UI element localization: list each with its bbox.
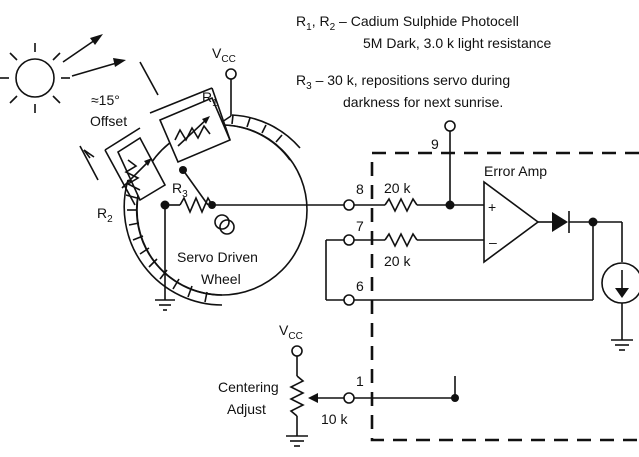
res-bottom-label: 20 k bbox=[384, 253, 411, 269]
servo-wheel bbox=[123, 114, 308, 306]
r3-label: R3 bbox=[172, 180, 188, 200]
pin7-label: 7 bbox=[356, 218, 364, 234]
wheel-label-line1: Servo Driven bbox=[177, 249, 258, 265]
photocell-note-line2: 5M Dark, 3.0 k light resistance bbox=[363, 35, 552, 51]
photocell-note-line1: R1, R2 – Cadium Sulphide Photocell bbox=[296, 13, 519, 33]
pin6-label: 6 bbox=[356, 278, 364, 294]
error-amplifier bbox=[483, 180, 623, 300]
centering-label-line2: Adjust bbox=[227, 401, 266, 417]
angle-label: ≈15° bbox=[91, 92, 120, 108]
res-top-label: 20 k bbox=[384, 180, 411, 196]
pin9-label: 9 bbox=[431, 136, 439, 152]
centering-label-line1: Centering bbox=[218, 379, 279, 395]
plus-label: + bbox=[488, 199, 496, 215]
r1-label: R1 bbox=[202, 89, 218, 109]
pin-1[interactable] bbox=[308, 376, 459, 404]
offset-angle-mark bbox=[79, 61, 159, 181]
light-arrow-icon bbox=[62, 34, 126, 77]
current-source bbox=[601, 262, 639, 351]
vcc-top-connection bbox=[221, 68, 237, 123]
photocell-r2 bbox=[104, 127, 167, 206]
error-amp-label: Error Amp bbox=[484, 163, 547, 179]
pin-8[interactable] bbox=[343, 197, 484, 213]
photocell-wiring bbox=[155, 166, 344, 311]
vcc-top-label: VCC bbox=[212, 45, 236, 65]
pin-9[interactable] bbox=[444, 120, 456, 205]
pin-6[interactable] bbox=[326, 294, 593, 306]
wheel-label-line2: Wheel bbox=[201, 271, 241, 287]
r3-note-line2: darkness for next sunrise. bbox=[343, 94, 503, 110]
ic-boundary bbox=[370, 151, 639, 442]
r3-note-line1: R3 – 30 k, repositions servo during bbox=[296, 72, 510, 92]
centering-potentiometer[interactable] bbox=[286, 345, 308, 447]
offset-label: Offset bbox=[90, 113, 127, 129]
sun-icon bbox=[0, 43, 70, 113]
r2-label: R2 bbox=[97, 205, 113, 225]
pin1-label: 1 bbox=[356, 373, 364, 389]
minus-label: – bbox=[489, 234, 497, 250]
pin-7[interactable] bbox=[325, 232, 484, 300]
pot-value-label: 10 k bbox=[321, 411, 348, 427]
vcc-bottom-label: VCC bbox=[279, 322, 303, 342]
pin8-label: 8 bbox=[356, 181, 364, 197]
photocell-r1 bbox=[149, 87, 232, 164]
